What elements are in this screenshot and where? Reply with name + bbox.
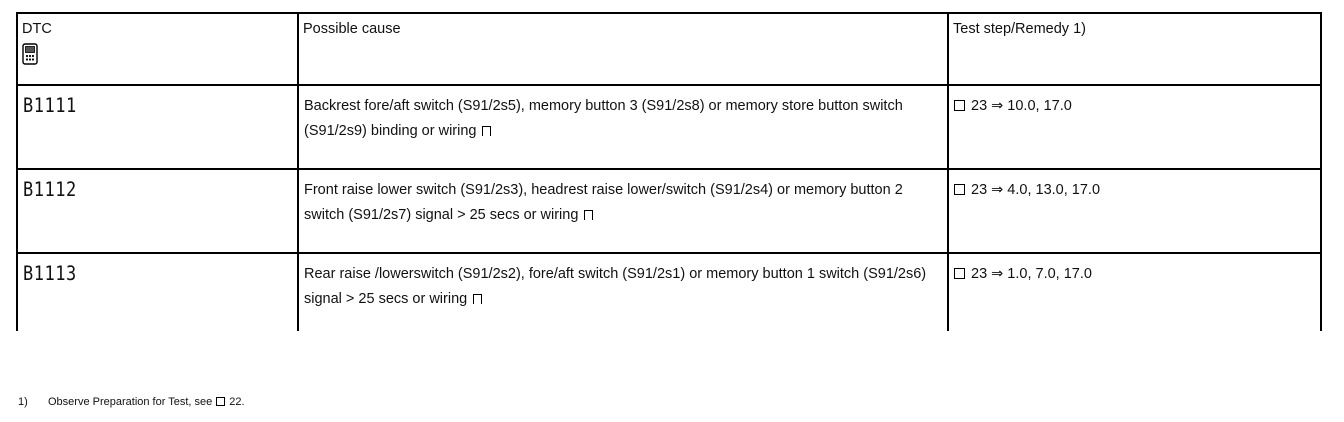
cause-text: Front raise lower switch (S91/2s3), head… [304,182,903,223]
header-remedy: Test step/Remedy 1) [947,12,1322,86]
book-reference-icon [216,397,226,406]
remedy-cell: 23⇒1.0, 7.0, 17.0 [947,253,1322,331]
table-row: B1112 Front raise lower switch (S91/2s3)… [16,169,1322,254]
footnote: 1) Observe Preparation for Test, see 22. [18,396,245,408]
cause-cell: Backrest fore/aft switch (S91/2s5), memo… [297,85,949,170]
remedy-steps: 1.0, 7.0, 17.0 [1007,266,1092,282]
remedy-ref: 23 [971,182,988,198]
table-row: B1111 Backrest fore/aft switch (S91/2s5)… [16,85,1322,170]
book-reference-icon [954,100,965,111]
arrow-icon: ⇒ [991,98,1004,114]
cause-text: Rear raise /lowerswitch (S91/2s2), fore/… [304,266,927,307]
dtc-cell: B1113 [16,253,299,331]
footnote-mark: 1) [18,396,28,408]
remedy-steps: 4.0, 13.0, 17.0 [1007,182,1101,198]
footnote-text: Observe Preparation for Test, see [48,396,213,408]
wiring-diagram-icon [584,210,594,220]
dtc-code: B1112 [23,178,77,202]
cause-cell: Front raise lower switch (S91/2s3), head… [297,169,949,254]
cause-cell: Rear raise /lowerswitch (S91/2s2), fore/… [297,253,949,331]
dtc-code: B1113 [23,262,77,286]
table-header-row: DTC Possible cause Test step/Remedy 1) [16,12,1322,86]
remedy-ref: 23 [971,98,988,114]
dtc-code: B1111 [23,94,77,118]
arrow-icon: ⇒ [991,266,1004,282]
remedy-cell: 23⇒4.0, 13.0, 17.0 [947,169,1322,254]
header-dtc-label: DTC [22,21,52,37]
book-reference-icon [954,184,965,195]
book-reference-icon [954,268,965,279]
header-dtc: DTC [16,12,299,86]
dtc-cell: B1111 [16,85,299,170]
wiring-diagram-icon [482,126,492,136]
dtc-cell: B1112 [16,169,299,254]
diagnosis-tester-icon [22,43,38,65]
cause-text: Backrest fore/aft switch (S91/2s5), memo… [304,98,903,139]
header-cause: Possible cause [297,12,949,86]
remedy-ref: 23 [971,266,988,282]
remedy-cell: 23⇒10.0, 17.0 [947,85,1322,170]
remedy-steps: 10.0, 17.0 [1007,98,1072,114]
dtc-table: DTC Possible cause Test step/Remedy 1) B… [16,12,1322,331]
footnote-ref: 22. [229,396,245,408]
arrow-icon: ⇒ [991,182,1004,198]
wiring-diagram-icon [473,294,483,304]
table-row: B1113 Rear raise /lowerswitch (S91/2s2),… [16,253,1322,331]
